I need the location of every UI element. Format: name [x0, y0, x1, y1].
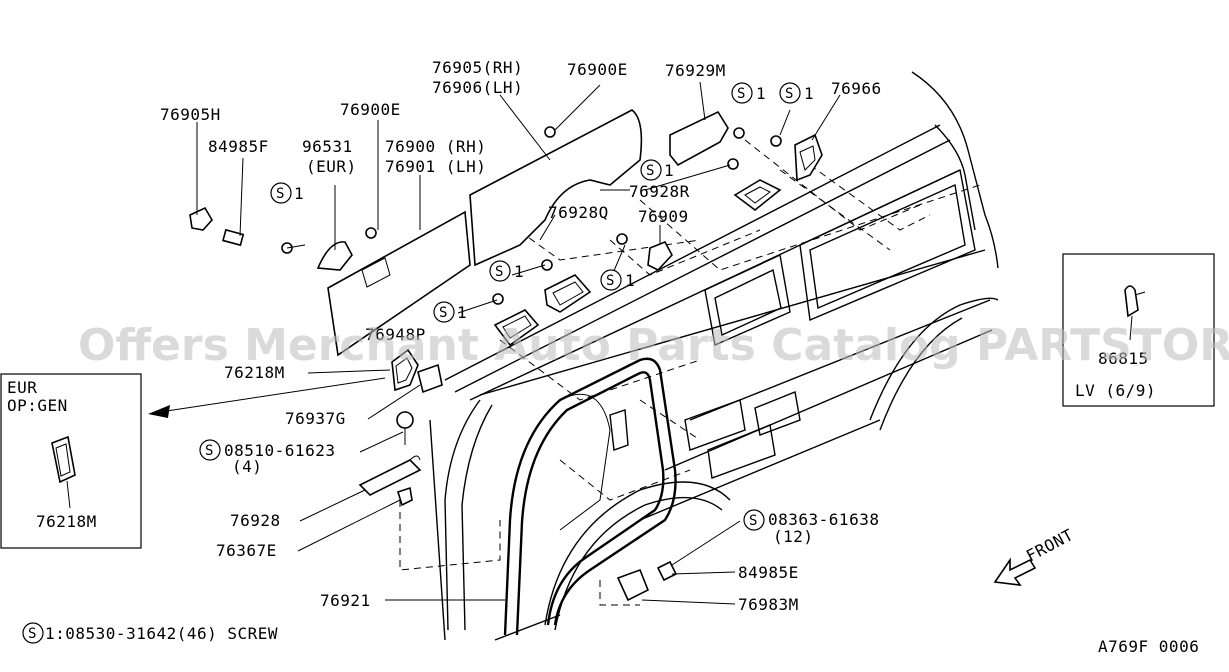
screw-callout-2: S 1: [731, 82, 766, 104]
svg-text:EUR: EUR: [7, 378, 37, 397]
label-96531: 96531: [302, 137, 353, 156]
label-76928R: 76928R: [629, 182, 690, 201]
front-arrow: FRONT: [993, 525, 1077, 587]
label-76921: 76921: [320, 591, 371, 610]
label-76905RH: 76905(RH): [432, 58, 523, 77]
trim-panel-76900: [327, 210, 471, 357]
label-96531-eur: (EUR): [306, 157, 357, 176]
label-84985E: 84985E: [738, 563, 799, 582]
svg-text:S: S: [495, 264, 503, 280]
bracket-76983M: [616, 568, 650, 602]
screw-callout-3: S 1: [779, 82, 814, 104]
svg-text:S: S: [606, 273, 614, 289]
bezel-76928Q: [544, 274, 592, 313]
door-weatherstrip: [503, 357, 677, 636]
label-08363: 08363-61638: [768, 510, 879, 529]
svg-text:S: S: [276, 186, 284, 202]
screws: [281, 126, 782, 305]
screw-callout-7: S 1: [433, 301, 467, 323]
label-76929M: 76929M: [665, 61, 726, 80]
svg-text:S: S: [28, 626, 36, 642]
inset-arrow: [148, 377, 386, 418]
screw-callout-6: S 1: [600, 269, 635, 291]
trim-panel-76905: [469, 109, 643, 267]
label-76928Q: 76928Q: [548, 203, 609, 222]
label-76983M: 76983M: [738, 595, 799, 614]
drawing-code: A769F 0006: [1098, 637, 1199, 656]
label-76905H: 76905H: [160, 105, 221, 124]
svg-text:S: S: [749, 513, 757, 529]
grip-76928: [358, 459, 422, 496]
label-76901LH: 76901 (LH): [385, 157, 486, 176]
svg-text:S: S: [737, 86, 745, 102]
coat-hook-96531: [316, 241, 353, 271]
clip-84985F: [222, 228, 245, 247]
svg-text:OP:GEN: OP:GEN: [7, 396, 68, 415]
svg-text:1: 1: [294, 184, 304, 203]
label-76900E-top: 76900E: [567, 60, 628, 79]
label-76948P: 76948P: [365, 325, 426, 344]
bracket-76966: [794, 133, 823, 182]
svg-text:1: 1: [756, 84, 766, 103]
label-08510: 08510-61623: [224, 441, 335, 460]
label-76909: 76909: [638, 207, 689, 226]
svg-text:LV (6/9): LV (6/9): [1075, 381, 1156, 400]
watermark: Offers Merchant Auto Parts Catalog PARTS…: [78, 320, 1229, 371]
label-76906LH: 76906(LH): [432, 78, 523, 97]
vehicle-body: [429, 71, 999, 641]
label-76367E: 76367E: [216, 541, 277, 560]
svg-text:1:08530-31642(46) SCREW: 1:08530-31642(46) SCREW: [45, 624, 278, 643]
screw-callout-8: S: [199, 439, 221, 461]
svg-text:86815: 86815: [1098, 349, 1149, 368]
svg-text:76218M: 76218M: [36, 512, 97, 531]
label-76966: 76966: [831, 79, 882, 98]
label-76218M: 76218M: [224, 363, 285, 382]
screw-08510: [396, 411, 414, 429]
screw-callout-1: S 1: [270, 182, 304, 204]
screw-callout-5: S 1: [489, 260, 524, 282]
label-76928: 76928: [230, 511, 281, 530]
bracket-76937G: [417, 363, 443, 394]
svg-text:S: S: [646, 163, 654, 179]
clip-76905H: [189, 206, 213, 231]
bezel-76928R: [733, 179, 782, 212]
label-08510-qty: (4): [232, 457, 262, 476]
screw-callout-9: S: [743, 509, 765, 531]
clip-76367E: [397, 486, 413, 507]
svg-text:1: 1: [457, 303, 467, 322]
svg-text:S: S: [205, 443, 213, 459]
svg-text:FRONT: FRONT: [1023, 525, 1077, 566]
lamp-76909: [647, 240, 673, 271]
svg-text:1: 1: [625, 271, 635, 290]
screw-callout-4: S 1: [640, 159, 674, 181]
label-76900RH: 76900 (RH): [385, 137, 486, 156]
svg-text:1: 1: [514, 262, 524, 281]
label-76937G: 76937G: [285, 409, 346, 428]
bezel-76218M: [391, 348, 419, 392]
label-08363-qty: (12): [773, 527, 814, 546]
svg-text:1: 1: [804, 84, 814, 103]
part-labels: 76905H 84985F 96531 (EUR) 76900E 76900 (…: [160, 58, 882, 614]
svg-text:S: S: [439, 305, 447, 321]
svg-text:1: 1: [664, 161, 674, 180]
inset-lv: 86815 LV (6/9): [1062, 253, 1215, 407]
lamp-76929M: [669, 110, 729, 167]
svg-text:S: S: [785, 86, 793, 102]
label-84985F: 84985F: [208, 137, 269, 156]
inset-eur: EUR OP:GEN 76218M: [0, 373, 142, 549]
label-76900E-left: 76900E: [340, 100, 401, 119]
footer-screw-note: S 1:08530-31642(46) SCREW: [22, 622, 278, 644]
